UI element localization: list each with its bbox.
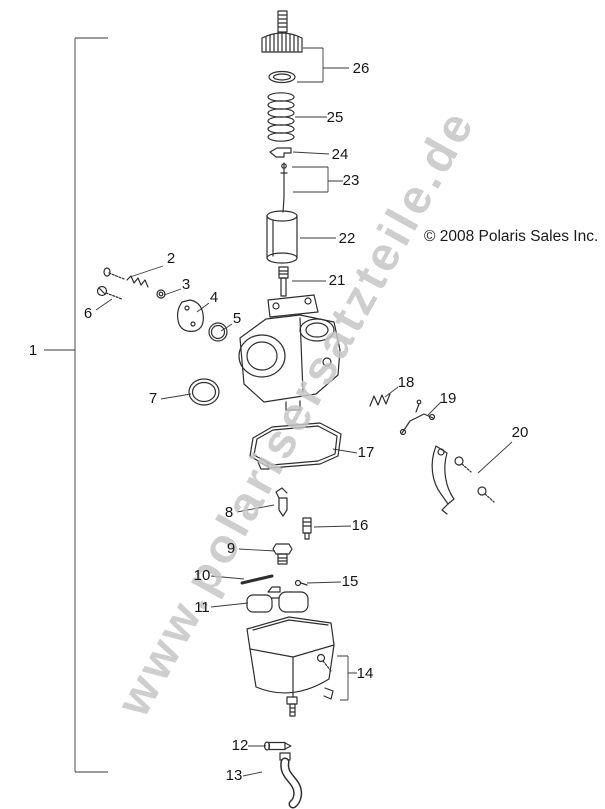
part-14-screw-clip-drawing (316, 653, 334, 700)
grouping-brackets (292, 47, 357, 701)
part-callout-14: 14 (357, 665, 374, 682)
part-callout-4: 4 (210, 289, 218, 306)
part-25-spring-drawing (267, 92, 295, 142)
part-callout-20: 20 (512, 424, 529, 441)
part-20-bracket-screws-drawing (431, 445, 495, 515)
part-callout-15: 15 (342, 573, 359, 590)
part-8-needle-valve-drawing (275, 487, 288, 517)
part-11-float-drawing (246, 586, 309, 613)
part-9-main-jet-drawing (272, 543, 293, 565)
part-callout-18: 18 (398, 374, 415, 391)
part-3-nut-drawing (156, 289, 166, 299)
part-callout-23: 23 (343, 172, 360, 189)
part-callout-2: 2 (167, 250, 175, 267)
part-callout-8: 8 (225, 504, 233, 521)
part-4-gasket-plate-drawing (176, 299, 204, 332)
part-callout-10: 10 (194, 567, 211, 584)
callout-labels: 1234567891011121314151617181920212223242… (29, 60, 529, 784)
part-callout-22: 22 (339, 230, 356, 247)
part-callout-5: 5 (233, 310, 241, 327)
watermark-text: www.polarisersatzteile.de (107, 100, 486, 726)
part-23-jet-needle-drawing (280, 162, 288, 213)
part-callout-16: 16 (352, 517, 369, 534)
leader-lines (95, 116, 513, 777)
part-callout-11: 11 (194, 599, 210, 616)
part-12-drain-screw-drawing (263, 741, 292, 751)
part-callout-1: 1 (29, 342, 37, 359)
exploded-artwork (96, 10, 495, 809)
part-22-throttle-slide-drawing (266, 210, 298, 264)
part-callout-6: 6 (84, 305, 92, 322)
part-24-clip-drawing (269, 147, 292, 158)
part-26-adjuster-cap-drawing (261, 10, 303, 84)
carburetor-body-drawing (238, 294, 341, 411)
part-16-jet-drawing (302, 517, 312, 540)
part-10-float-pin-drawing (240, 574, 274, 585)
float-bowl-drawing (246, 616, 335, 717)
part-callout-3: 3 (182, 276, 190, 293)
part-callout-12: 12 (232, 737, 249, 754)
part-5-oring-drawing (208, 322, 228, 342)
part-21-needle-jet-drawing (278, 266, 289, 297)
part-callout-25: 25 (327, 109, 344, 126)
part-callout-7: 7 (149, 390, 157, 407)
part-18-spring-drawing (369, 393, 391, 407)
part-callout-26: 26 (353, 60, 370, 77)
part-19-lever-drawing (399, 399, 436, 436)
part-callout-13: 13 (226, 767, 243, 784)
part-callout-21: 21 (329, 272, 346, 289)
part-7-oring-drawing (188, 378, 220, 406)
part-callout-9: 9 (227, 540, 235, 557)
part-callout-17: 17 (358, 444, 375, 461)
part-6-screw-drawing (96, 285, 123, 300)
part-2-screw-spring-drawing (103, 267, 149, 288)
part-13-drain-hose-drawing (279, 752, 303, 809)
part-15-screw-drawing (294, 579, 308, 587)
assembly-bracket-1 (44, 37, 108, 773)
part-callout-19: 19 (440, 390, 457, 407)
part-17-bowl-gasket-drawing (249, 422, 342, 470)
copyright-text: © 2008 Polaris Sales Inc. (424, 228, 598, 245)
part-callout-24: 24 (332, 146, 349, 163)
